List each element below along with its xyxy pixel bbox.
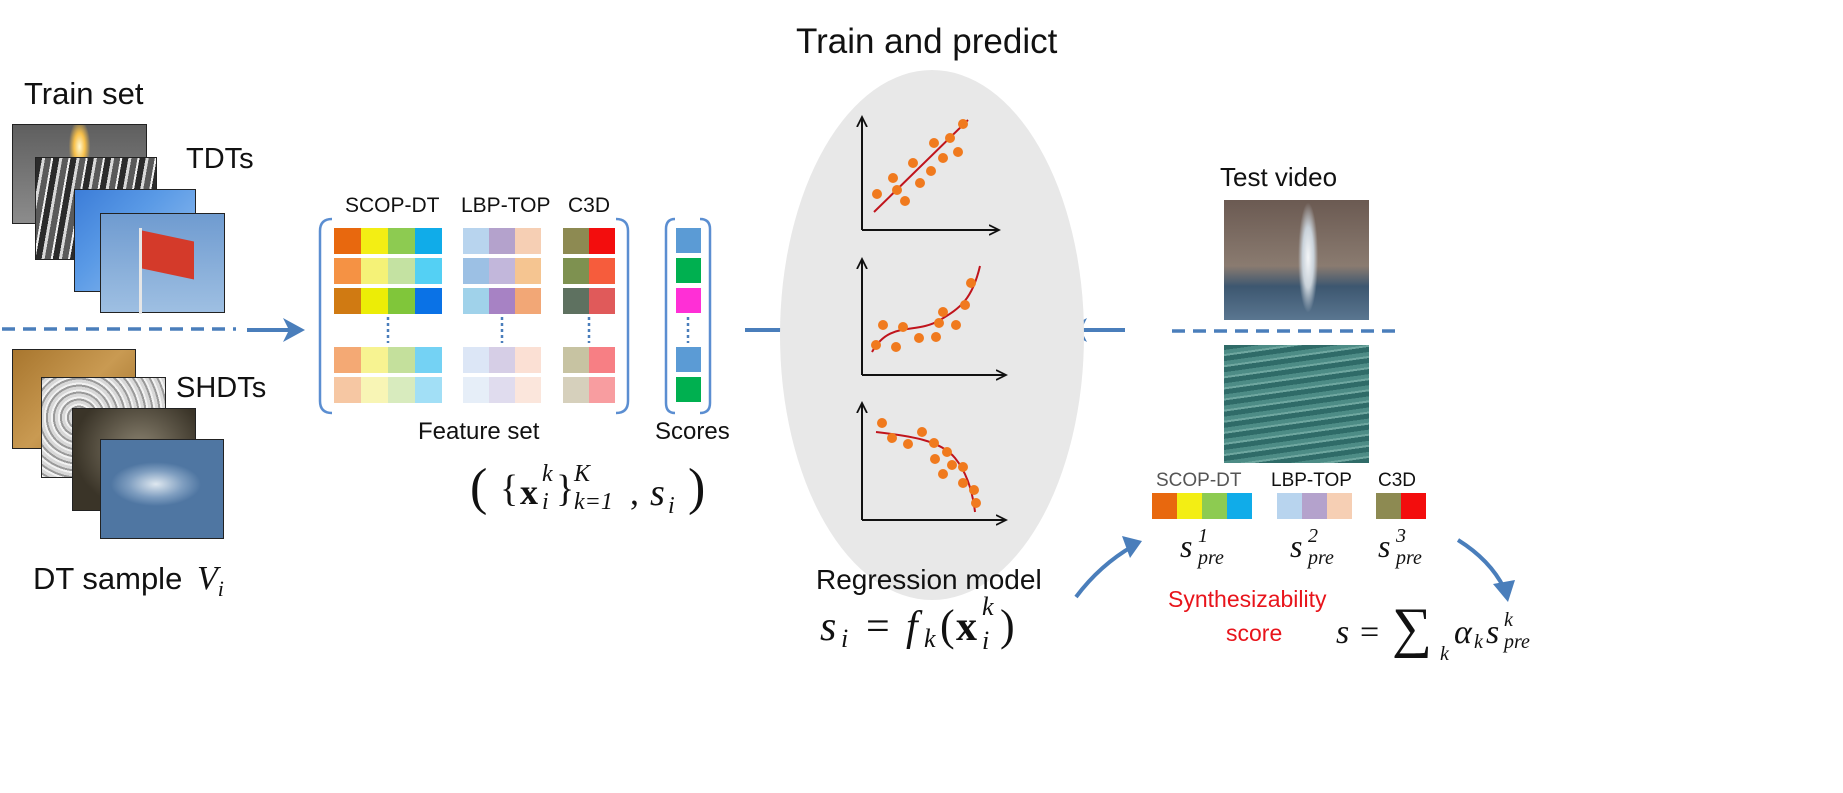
eq-f: f <box>906 604 918 650</box>
train-set-label: Train set <box>24 76 144 111</box>
final-sum: ∑ <box>1392 597 1432 659</box>
synthesizability-label-line1: Synthesizability <box>1168 586 1327 612</box>
feature-set-label: Feature set <box>418 418 540 445</box>
score-pre-2-sub: pre <box>1308 547 1334 569</box>
train-predict-title: Train and predict <box>796 22 1058 61</box>
tuple-s-sub: i <box>668 493 675 519</box>
score-pre-3-sub: pre <box>1396 547 1422 569</box>
test-video-label: Test video <box>1220 162 1338 192</box>
eq-s: s <box>820 604 837 650</box>
c3d-header: C3D <box>568 194 611 217</box>
final-spre-sub: pre <box>1504 631 1530 653</box>
score-pre-2-var: s <box>1290 528 1303 564</box>
plot-increasing <box>862 260 1005 375</box>
score-pre-1-var: s <box>1180 528 1193 564</box>
eq-x-sup: k <box>982 592 994 621</box>
dt-sample-label: DT sample Vi <box>33 562 224 600</box>
scores-bracket-right <box>699 217 712 415</box>
dt-sample-var: V <box>196 560 218 597</box>
eq-s-sub: i <box>841 624 849 653</box>
eq-x: x <box>956 604 977 650</box>
tuple-K: K <box>574 461 591 487</box>
test-frame-water <box>1224 345 1369 463</box>
final-s: s <box>1336 614 1350 651</box>
scores-bracket-left <box>664 217 676 415</box>
score-pre-3-sup: 3 <box>1396 525 1406 547</box>
dt-sample-sub: i <box>217 576 224 602</box>
tuple-s: s <box>650 472 665 514</box>
tdts-label: TDTs <box>186 143 254 175</box>
tuple-x: x <box>520 472 538 512</box>
final-spre-sup: k <box>1504 609 1513 631</box>
right-c3d-header: C3D <box>1378 470 1417 491</box>
final-alpha-sub: k <box>1474 631 1483 653</box>
regression-equation: s i = f k ( x k i ) <box>820 592 1015 655</box>
plot-decreasing <box>862 404 1005 520</box>
eq-x-sub: i <box>982 626 990 655</box>
tuple-i: i <box>542 489 549 515</box>
score-pre-1: s 1 pre <box>1180 524 1260 568</box>
final-score-equation: s = ∑ k α k s k pre <box>1336 597 1530 665</box>
score-pre-1-sup: 1 <box>1198 525 1208 547</box>
feature-set-bracket-right <box>615 217 630 415</box>
tuple-range: k=1 <box>574 489 613 515</box>
final-sum-index: k <box>1440 643 1449 665</box>
shdt-frame-clouds <box>100 439 224 539</box>
curved-arrow-to-final <box>1456 538 1506 589</box>
score-pre-2: s 2 pre <box>1290 524 1370 568</box>
feature-set-bracket-left <box>318 217 333 415</box>
right-scop-header: SCOP-DT <box>1156 470 1242 491</box>
score-pre-3-var: s <box>1378 528 1391 564</box>
training-tuple-formula: ( { x k i } K k=1 , s i ) <box>470 459 706 519</box>
shdts-label: SHDTs <box>176 372 267 404</box>
scop-dt-header: SCOP-DT <box>345 194 440 217</box>
score-pre-3: s 3 pre <box>1378 524 1458 568</box>
lbp-top-header: LBP-TOP <box>461 194 551 217</box>
tdt-frame-flag <box>100 213 225 314</box>
final-spre: s <box>1486 614 1500 651</box>
arrow-to-features <box>247 318 305 342</box>
synthesizability-label-line2: score <box>1226 620 1283 646</box>
right-lbp-header: LBP-TOP <box>1271 470 1352 491</box>
tuple-k: k <box>542 461 553 487</box>
eq-f-sub: k <box>924 624 936 653</box>
regression-model-label: Regression model <box>816 564 1042 595</box>
left-dashed-divider <box>2 327 236 331</box>
plot-linear <box>862 118 998 230</box>
dt-sample-text: DT sample <box>33 561 183 596</box>
final-alpha: α <box>1454 614 1472 651</box>
test-frame-fountain <box>1224 200 1369 320</box>
score-pre-1-sub: pre <box>1198 547 1224 569</box>
score-pre-2-sup: 2 <box>1308 525 1318 547</box>
scores-label: Scores <box>655 418 730 445</box>
curved-arrow-to-scores <box>1074 544 1134 599</box>
